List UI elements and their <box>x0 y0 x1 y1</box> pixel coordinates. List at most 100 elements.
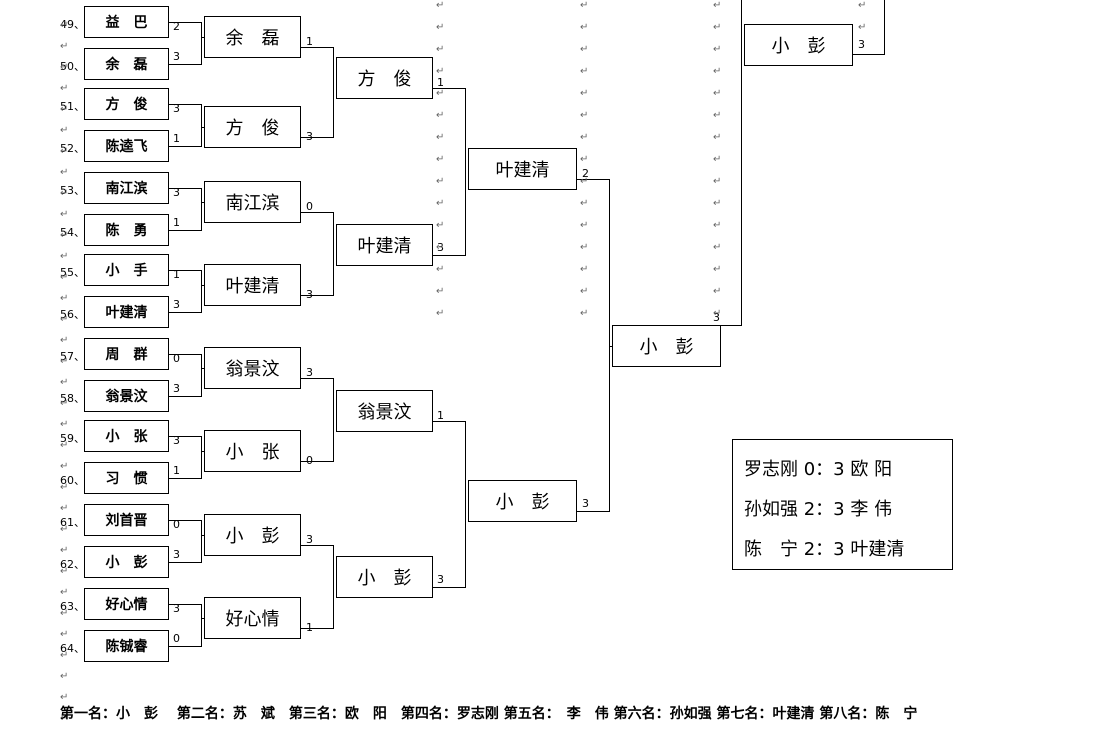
score-r2: 0 <box>306 454 313 467</box>
score-r1: 0 <box>173 632 180 645</box>
paragraph-mark: ↵ <box>60 41 69 52</box>
paragraph-mark: ↵ <box>60 335 69 346</box>
paragraph-mark: ↵ <box>60 692 69 703</box>
paragraph-mark: ↵ <box>436 264 445 275</box>
score-r2: 3 <box>306 130 313 143</box>
bracket-line <box>169 270 201 271</box>
paragraph-mark: ↵ <box>60 650 69 661</box>
paragraph-mark: ↵ <box>580 22 589 33</box>
paragraph-mark: ↵ <box>580 154 589 165</box>
player-box-r4: 叶建清 <box>468 148 577 190</box>
paragraph-mark: ↵ <box>713 286 722 297</box>
bracket-line <box>169 436 201 437</box>
paragraph-mark: ↵ <box>713 308 722 319</box>
paragraph-mark: ↵ <box>60 167 69 178</box>
score-r4: 3 <box>582 497 589 510</box>
bracket-line <box>884 0 885 55</box>
paragraph-mark: ↵ <box>60 230 69 241</box>
paragraph-mark: ↵ <box>60 398 69 409</box>
score-r5: 3 <box>713 311 720 324</box>
bracket-line <box>301 378 333 379</box>
paragraph-mark: ↵ <box>713 44 722 55</box>
bracket-line <box>201 22 202 65</box>
paragraph-mark: ↵ <box>60 251 69 262</box>
bracket-line <box>201 202 204 203</box>
bracket-line <box>433 88 465 89</box>
bracket-line <box>720 325 741 326</box>
paragraph-mark: ↵ <box>713 88 722 99</box>
paragraph-mark: ↵ <box>580 198 589 209</box>
paragraph-mark: ↵ <box>60 608 69 619</box>
bracket-line <box>201 451 204 452</box>
player-box-r1: 小 手 <box>84 254 169 286</box>
score-r1: 1 <box>173 132 180 145</box>
player-box-r2: 南江滨 <box>204 181 301 223</box>
seed-number: 63、 <box>60 600 85 613</box>
score-r1: 3 <box>173 186 180 199</box>
result-row-2: 孙如强 2：3 李 伟 <box>744 499 893 520</box>
paragraph-mark: ↵ <box>580 176 589 187</box>
bracket-line <box>201 104 202 147</box>
paragraph-mark: ↵ <box>436 44 445 55</box>
bracket-line <box>169 396 201 397</box>
bracket-line <box>301 628 333 629</box>
bracket-line <box>333 47 334 138</box>
bracket-line <box>169 312 201 313</box>
paragraph-mark: ↵ <box>580 308 589 319</box>
bracket-line <box>741 0 742 326</box>
paragraph-mark: ↵ <box>60 83 69 94</box>
paragraph-mark: ↵ <box>580 132 589 143</box>
seed-number: 55、 <box>60 266 85 279</box>
score-r1: 0 <box>173 352 180 365</box>
seed-number: 51、 <box>60 100 85 113</box>
paragraph-mark: ↵ <box>60 314 69 325</box>
paragraph-mark: ↵ <box>60 440 69 451</box>
player-box-r2: 好心情 <box>204 597 301 639</box>
player-box-r1: 习 惯 <box>84 462 169 494</box>
player-box-r2: 小 张 <box>204 430 301 472</box>
bracket-line <box>201 188 202 231</box>
player-box-r1: 陈 勇 <box>84 214 169 246</box>
paragraph-mark: ↵ <box>713 198 722 209</box>
paragraph-mark: ↵ <box>436 286 445 297</box>
player-box-r1: 小 张 <box>84 420 169 452</box>
seed-number: 57、 <box>60 350 85 363</box>
score-r1: 1 <box>173 216 180 229</box>
rankings-footer: 第一名：小 彭 第二名：苏 斌 第三名：欧 阳 第四名：罗志刚 第五名： 李 伟… <box>60 706 918 722</box>
bracket-line <box>301 461 333 462</box>
paragraph-mark: ↵ <box>713 66 722 77</box>
player-box-r1: 周 群 <box>84 338 169 370</box>
seed-number: 61、 <box>60 516 85 529</box>
score-r6: 3 <box>858 38 865 51</box>
paragraph-mark: ↵ <box>60 188 69 199</box>
score-r1: 0 <box>173 518 180 531</box>
bracket-line <box>301 545 333 546</box>
seed-number: 56、 <box>60 308 85 321</box>
player-box-r1: 好心情 <box>84 588 169 620</box>
bracket-line <box>169 104 201 105</box>
bracket-line <box>169 64 201 65</box>
paragraph-mark: ↵ <box>580 242 589 253</box>
paragraph-mark: ↵ <box>713 22 722 33</box>
paragraph-mark: ↵ <box>713 0 722 11</box>
score-r1: 1 <box>173 464 180 477</box>
results-box: 罗志刚 0：3 欧 阳 孙如强 2：3 李 伟 陈 宁 2：3 叶建清 <box>732 439 953 570</box>
bracket-line <box>301 137 333 138</box>
paragraph-mark: ↵ <box>436 132 445 143</box>
paragraph-mark: ↵ <box>60 545 69 556</box>
bracket-line <box>333 378 334 462</box>
bracket-line <box>201 368 204 369</box>
seed-number: 62、 <box>60 558 85 571</box>
player-box-r1: 陈铖睿 <box>84 630 169 662</box>
paragraph-mark: ↵ <box>858 22 867 33</box>
player-box-r2: 小 彭 <box>204 514 301 556</box>
player-box-r2: 方 俊 <box>204 106 301 148</box>
bracket-line <box>169 230 201 231</box>
paragraph-mark: ↵ <box>436 308 445 319</box>
bracket-line <box>201 37 204 38</box>
paragraph-mark: ↵ <box>60 566 69 577</box>
bracket-line <box>301 47 333 48</box>
paragraph-mark: ↵ <box>60 104 69 115</box>
player-box-r5: 小 彭 <box>612 325 721 367</box>
paragraph-mark: ↵ <box>60 713 69 724</box>
